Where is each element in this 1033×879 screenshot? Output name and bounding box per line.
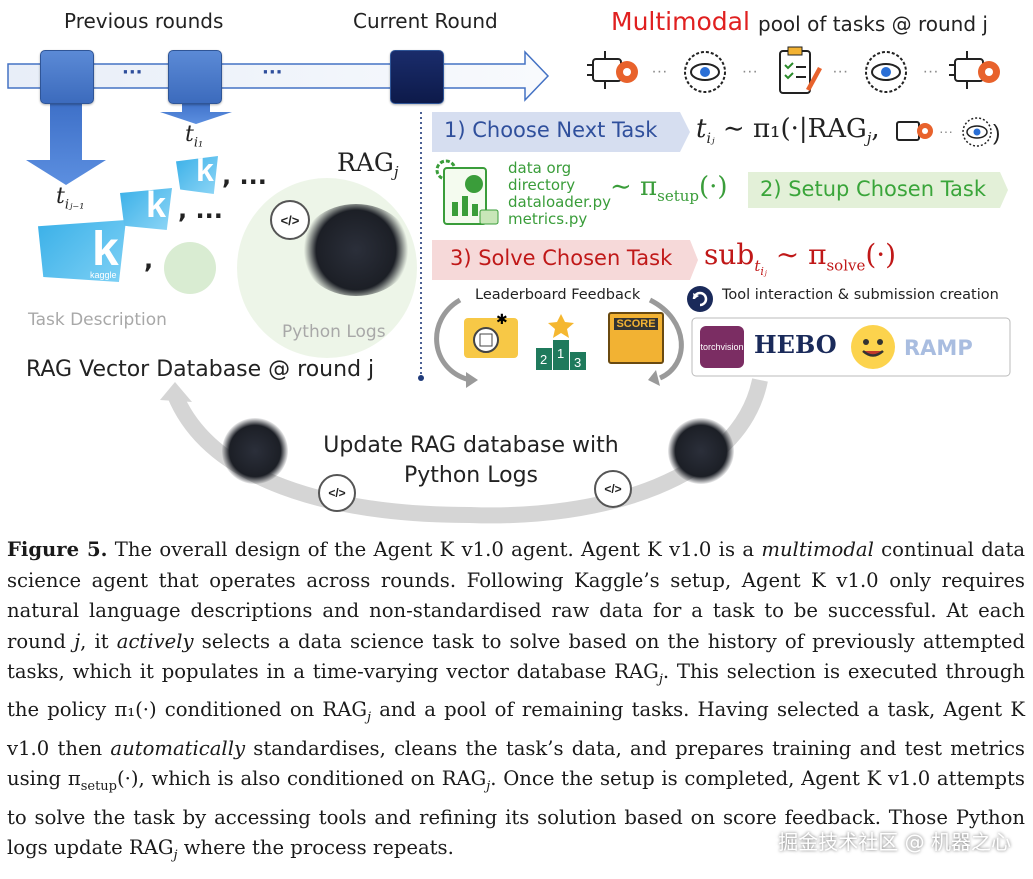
caption-subscript: setup	[80, 779, 117, 795]
setup-files-list: data org directory dataloader.py metrics…	[508, 159, 612, 228]
comma-2: , ...	[178, 196, 223, 224]
caption-text: and a pool of remaining tasks. Having se…	[7, 698, 1025, 760]
svg-text:): )	[993, 120, 1000, 145]
task-pool-icons: ··· ··· ··· ···	[585, 44, 1005, 100]
round-square-2	[168, 50, 222, 104]
rag-db-label: RAG Vector Database @ round j	[26, 357, 375, 382]
kaggle-task-tile-large: k kaggle	[38, 220, 126, 282]
comma-1: , ...	[222, 162, 267, 190]
caption-text: . Once the setup is completed, Agent K v…	[7, 767, 1025, 860]
formula2: ∼ πsetup(·)	[610, 172, 728, 206]
eye-icon	[684, 51, 727, 93]
caption-text: . This selection is executed through the…	[7, 660, 1025, 722]
code-snippet-right	[668, 418, 734, 484]
caption-emphasis: j	[74, 629, 81, 653]
svg-text:1: 1	[557, 346, 564, 361]
caption-text: where the process repeats.	[177, 836, 454, 860]
caption-text: continual data science agent that operat…	[7, 538, 1025, 653]
kaggle-task-tile-mid: k	[120, 188, 172, 230]
step1-banner	[432, 112, 690, 152]
round-square-1	[40, 50, 94, 104]
circuit-gear-icon	[587, 51, 638, 89]
caption-figure-label: Figure 5.	[7, 538, 108, 561]
eye-icon-2	[865, 51, 908, 93]
caption-text: selects a data science task to solve bas…	[7, 629, 1025, 684]
hugging-face-icon	[851, 325, 895, 369]
score-board-icon: SCORE	[608, 312, 664, 364]
kaggle-task-tile-small: k	[176, 156, 218, 194]
caption-subscript: j	[173, 848, 178, 864]
down-arrow-small	[160, 100, 232, 124]
leaderboard-loop-left	[434, 297, 471, 383]
svg-text:···: ···	[939, 123, 953, 139]
previous-rounds-label: Previous rounds	[64, 9, 224, 33]
timeline-dots-1: ···	[122, 62, 143, 83]
leaderboard-loop-right	[648, 297, 684, 381]
setup-document-icon	[435, 159, 499, 225]
caption-text: The overall design of the Agent K v1.0 a…	[107, 538, 762, 561]
multimodal-label: Multimodal	[611, 7, 750, 36]
caption-text: (·), which is also conditioned on RAG	[117, 767, 487, 791]
python-logs-label: Python Logs	[282, 322, 386, 342]
svg-text:✱: ✱	[496, 311, 508, 327]
pool-label: pool of tasks @ round j	[758, 12, 988, 36]
code-snippet-image	[300, 204, 412, 296]
timeline-dots-2: ···	[262, 62, 283, 83]
caption-text: , it	[80, 629, 117, 653]
formula3: subtiⱼ ∼ πsolve(·)	[704, 238, 897, 278]
down-arrow-large	[26, 100, 106, 185]
formula1-task-icons: ··· )	[896, 117, 1000, 147]
task-description-label: Task Description	[28, 310, 167, 330]
watermark: 掘金技术社区 @ 机器之心	[778, 830, 1011, 854]
svg-text:3: 3	[574, 355, 581, 370]
tool-cycle-icon	[687, 286, 713, 312]
tool-interaction-label: Tool interaction & submission creation	[722, 287, 999, 303]
caption-subscript: j	[658, 671, 663, 687]
caption-emphasis: multimodal	[761, 538, 874, 561]
leaderboard-feedback-label: Leaderboard Feedback	[475, 287, 641, 303]
step3-banner	[432, 240, 698, 280]
caption-subscript: j	[486, 779, 491, 795]
rating-icon: ✱	[464, 311, 518, 358]
t-i1-label: ti₁	[185, 122, 204, 151]
caption-emphasis: actively	[116, 629, 194, 653]
code-snippet-left	[222, 418, 288, 484]
figure-diagram: Previous rounds Current Round Multimodal…	[7, 7, 1011, 524]
current-round-square	[390, 50, 444, 104]
rag-symbol: RAGj	[337, 148, 399, 181]
step3-label: 3) Solve Chosen Task	[450, 246, 673, 270]
caption-subscript: j	[367, 710, 372, 726]
code-tag-icon-left: </>	[318, 474, 356, 512]
figure-caption: Figure 5. The overall design of the Agen…	[7, 535, 1025, 872]
torchvision-logo: torchvision	[700, 326, 744, 368]
circuit-gear-icon-2	[948, 51, 1000, 89]
comma-4: ,	[144, 246, 154, 274]
update-rag-label: Update RAG database with Python Logs	[323, 433, 619, 488]
formula1: tiⱼ ∼ π₁(·|RAGj,	[696, 114, 880, 148]
caption-text: standardises, cleans the task’s data, an…	[7, 736, 1025, 791]
ramp-logo: RAMP	[904, 336, 973, 360]
step1-label: 1) Choose Next Task	[444, 118, 658, 142]
step2-label: 2) Setup Chosen Task	[760, 177, 987, 201]
svg-text:2: 2	[540, 352, 547, 367]
current-round-label: Current Round	[353, 9, 498, 33]
step2-banner	[748, 172, 1008, 208]
clipboard-icon	[778, 46, 822, 94]
code-tag-icon-right: </>	[594, 470, 632, 508]
hebo-logo: HEBO	[754, 330, 837, 359]
caption-emphasis: automatically	[110, 736, 246, 760]
code-tag-icon: </>	[270, 200, 310, 240]
t-ij1-label: tiⱼ₋₁	[56, 184, 85, 213]
